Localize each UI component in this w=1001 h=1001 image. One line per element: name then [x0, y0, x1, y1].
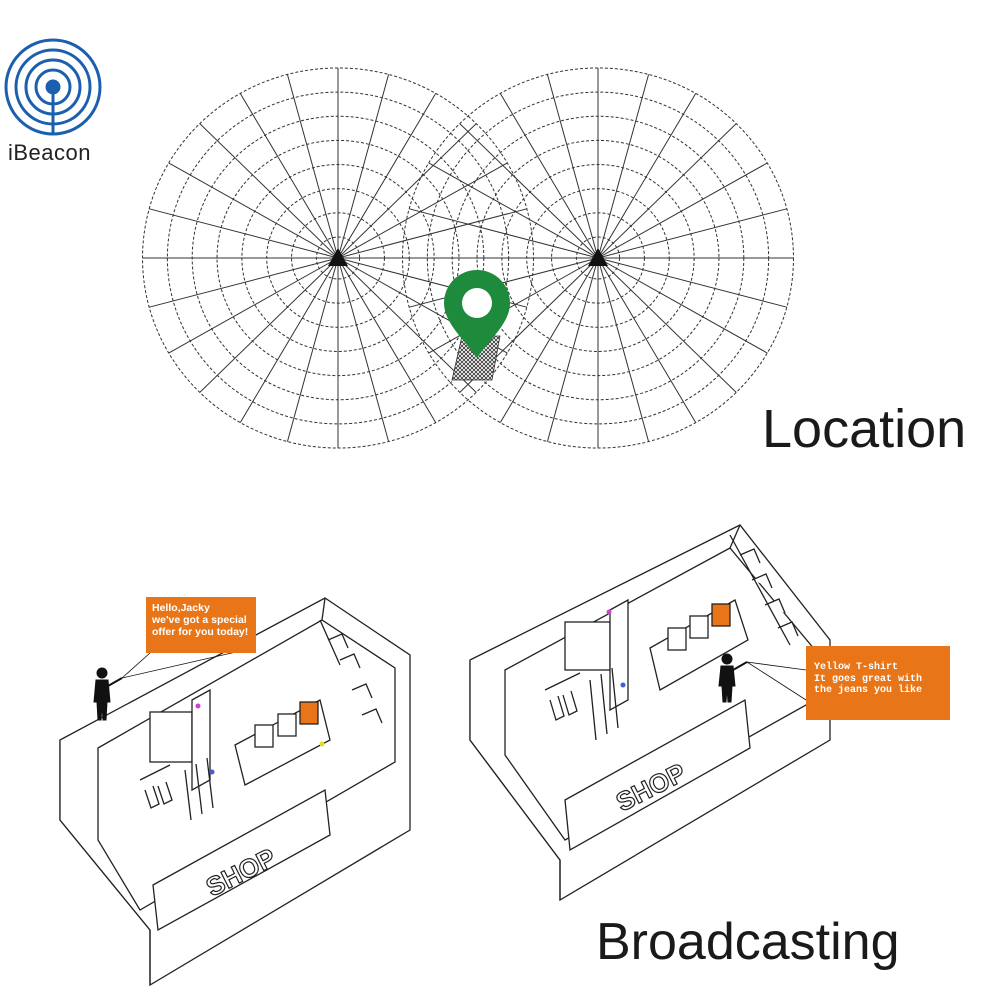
location-label: Location	[762, 399, 967, 459]
message-line: Yellow T-shirt	[814, 662, 899, 673]
beacon-left-icon	[328, 248, 348, 266]
clothes-rack-right	[544, 534, 799, 741]
clothes-rack-left	[139, 619, 383, 821]
map-pin-icon	[444, 270, 510, 381]
message-line: Hello,Jacky	[152, 602, 210, 614]
person-left-icon	[93, 651, 237, 721]
logo-text: iBeacon	[8, 140, 92, 165]
beacon-dot	[209, 769, 215, 775]
message-bubble-left: Hello,Jacky we've got a special offer fo…	[146, 597, 256, 653]
message-line: we've got a special	[152, 614, 247, 627]
beacon-dot	[606, 609, 612, 615]
message-line: offer for you today!	[152, 626, 249, 639]
broadcasting-label: Broadcasting	[596, 913, 900, 971]
beacon-right-icon	[588, 248, 608, 266]
message-line: It goes great with	[814, 673, 923, 685]
ibeacon-logo-icon	[4, 38, 102, 136]
message-bubble-right: Yellow T-shirt It goes great with the je…	[806, 646, 950, 720]
message-line: the jeans you like	[814, 685, 923, 696]
beacon-dot	[319, 741, 325, 747]
shop-right	[469, 524, 831, 902]
person-right-icon	[718, 653, 807, 703]
beacon-range-right	[402, 67, 794, 449]
beacon-dot	[195, 703, 201, 709]
shop-left	[59, 597, 411, 987]
beacon-dot	[620, 682, 626, 688]
